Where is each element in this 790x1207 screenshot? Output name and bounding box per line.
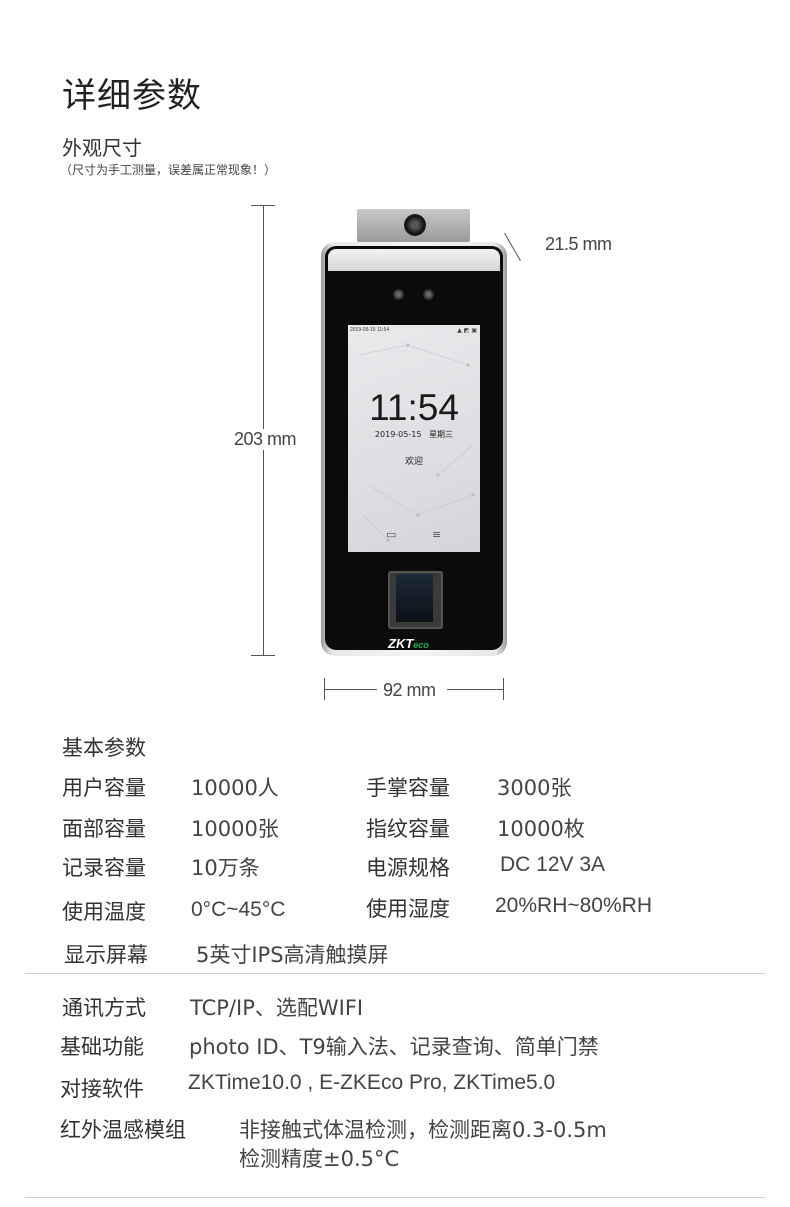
status-icons: ▲ ◩ ▣: [457, 327, 477, 334]
fingerprint-glass: [396, 574, 433, 622]
spec-label-record-capacity: 记录容量: [62, 856, 146, 880]
spec-label-software: 对接软件: [60, 1077, 144, 1101]
spec-label-face-capacity: 面部容量: [62, 817, 146, 841]
dimensions-title: 外观尺寸: [62, 136, 142, 160]
brand-logo-eco: eco: [413, 640, 429, 650]
spec-label-user-capacity: 用户容量: [62, 776, 146, 800]
spec-label-operating-humidity: 使用湿度: [366, 897, 450, 921]
screen-date-value: 2019-05-15: [374, 430, 422, 439]
brand-logo: ZKTeco: [388, 636, 429, 651]
camera-sensor-right: [423, 289, 434, 300]
brand-logo-main: ZKT: [388, 636, 414, 651]
page-title: 详细参数: [62, 76, 202, 116]
screen-date: 2019-05-15 星期三: [348, 429, 480, 440]
spec-label-functions: 基础功能: [60, 1035, 144, 1059]
bottom-divider: [25, 1197, 765, 1198]
spec-value-operating-temp: 0°C~45°C: [191, 898, 286, 921]
screen-clock: 11:54: [369, 387, 459, 428]
width-cap-right: [503, 678, 504, 700]
section-divider: [25, 973, 765, 974]
spec-value-functions: photo ID、T9输入法、记录查询、简单门禁: [189, 1035, 599, 1059]
width-dimension-line-left: [325, 689, 377, 690]
width-label: 92 mm: [383, 680, 436, 700]
width-cap-left: [324, 678, 325, 700]
spec-label-power-supply: 电源规格: [366, 856, 450, 880]
spec-value-record-capacity: 10万条: [191, 856, 260, 880]
spec-value-communication: TCP/IP、选配WIFI: [190, 996, 364, 1020]
height-label: 203 mm: [232, 429, 299, 450]
depth-label: 21.5 mm: [545, 234, 612, 254]
spec-value-face-capacity: 10000张: [191, 817, 279, 841]
spec-value-software: ZKTime10.0 , E-ZKEco Pro, ZKTime5.0: [188, 1071, 556, 1094]
spec-label-palm-capacity: 手掌容量: [366, 776, 450, 800]
height-cap-top: [251, 205, 275, 206]
spec-label-fingerprint-capacity: 指纹容量: [366, 817, 450, 841]
card-icon: ▭: [386, 528, 397, 541]
spec-value-display: 5英寸IPS高清触摸屏: [196, 943, 389, 967]
spec-value-fingerprint-capacity: 10000枚: [497, 817, 585, 841]
measurement-note: （尺寸为手工测量，误差属正常现象！）: [60, 163, 277, 177]
device-screen: 2019-05-15 11:54 ▲ ◩ ▣ 11:54 2019-05-15 …: [348, 325, 480, 552]
basic-params-title: 基本参数: [62, 736, 146, 760]
spec-value-ir-detection: 非接触式体温检测，检测距离0.3-0.5m: [239, 1118, 607, 1142]
thermal-lens: [404, 214, 426, 236]
height-cap-bottom: [251, 655, 275, 656]
spec-value-power-supply: DC 12V 3A: [500, 853, 606, 876]
width-dimension-line-right: [447, 689, 503, 690]
spec-value-user-capacity: 10000人: [191, 776, 279, 800]
spec-label-ir-module: 红外温感模组: [60, 1118, 186, 1142]
spec-value-ir-accuracy: 检测精度±0.5°C: [239, 1147, 400, 1171]
spec-label-operating-temp: 使用温度: [62, 900, 146, 924]
network-pattern: [357, 343, 475, 542]
menu-icon: ≡: [432, 528, 442, 541]
screen-weekday: 星期三: [429, 430, 454, 439]
spec-label-communication: 通讯方式: [62, 996, 146, 1020]
camera-sensor-left: [393, 289, 404, 300]
screen-status-time: 2019-05-15 11:54: [350, 327, 390, 333]
device-light-band: [328, 249, 500, 271]
spec-label-display: 显示屏幕: [64, 943, 148, 967]
spec-value-palm-capacity: 3000张: [497, 776, 572, 800]
spec-value-operating-humidity: 20%RH~80%RH: [495, 894, 652, 917]
screen-welcome: 欢迎: [404, 457, 423, 467]
